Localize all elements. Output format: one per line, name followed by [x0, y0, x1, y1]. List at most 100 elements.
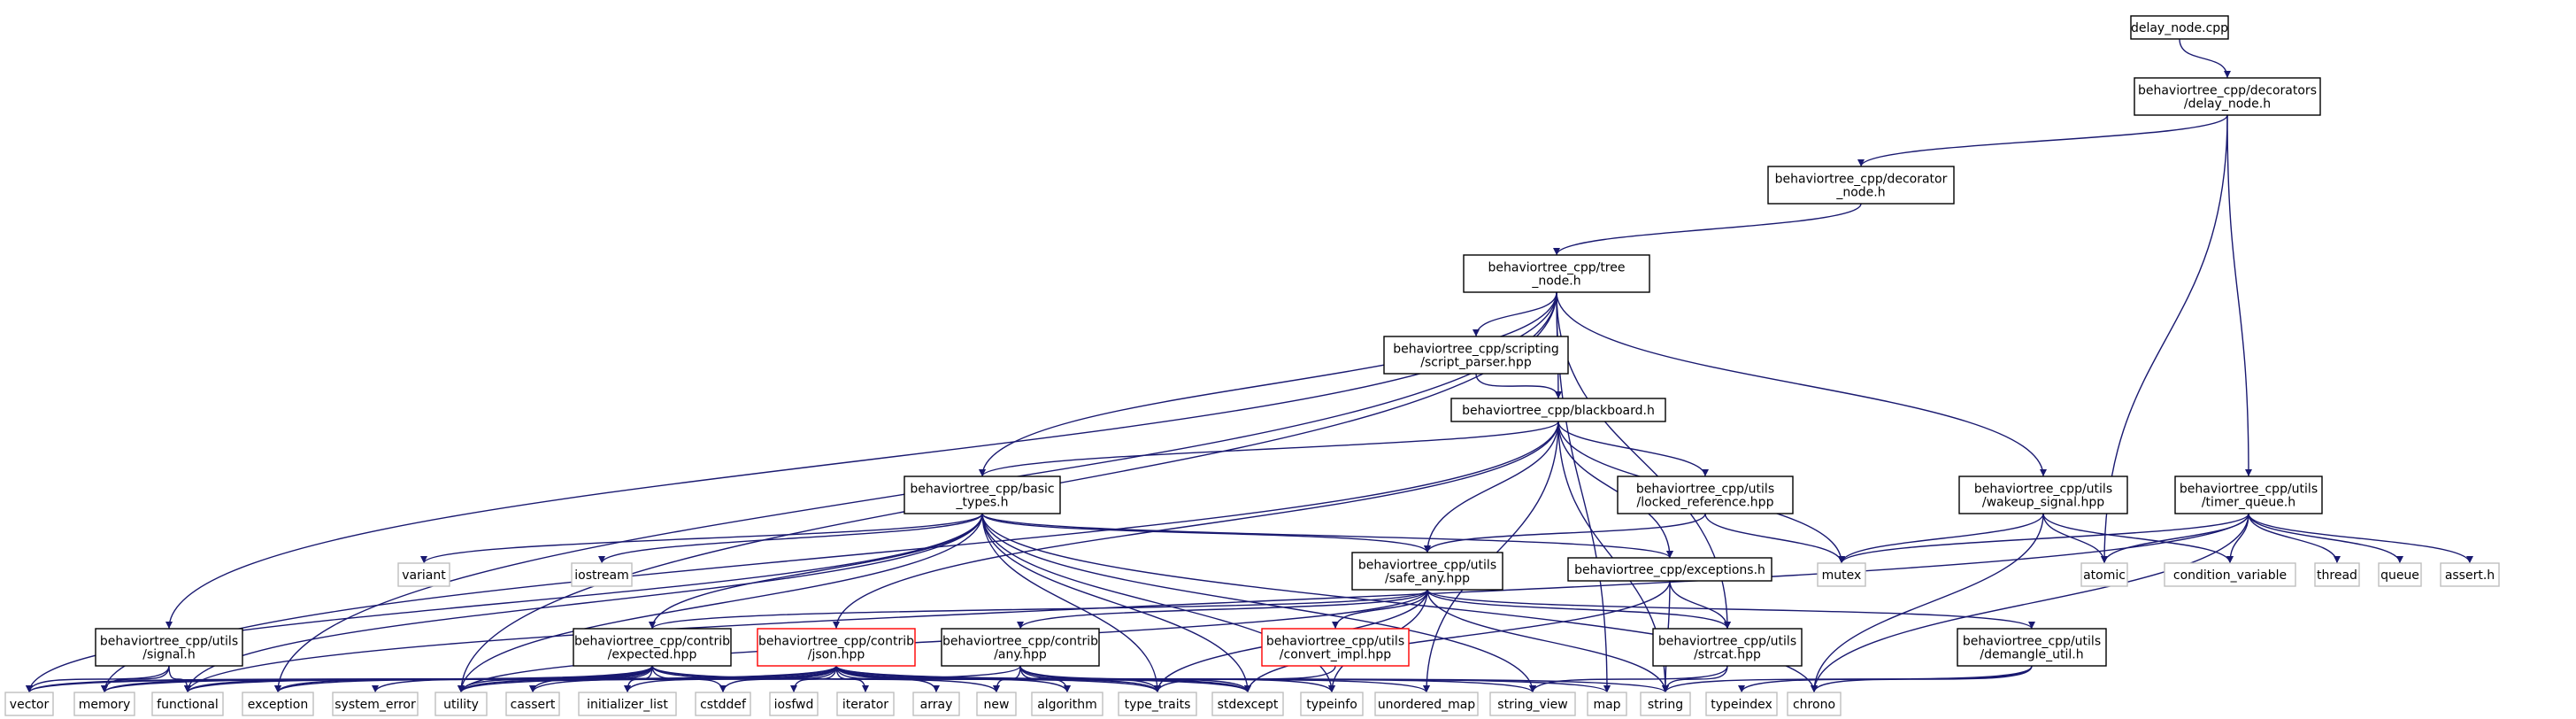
- node-box: [2134, 77, 2321, 116]
- node-box: [1261, 628, 1410, 667]
- node-label: vector: [10, 698, 50, 712]
- node-label: behaviortree_cpp/decorators: [2138, 84, 2317, 98]
- node-label: /safe_any.hpp: [1385, 572, 1470, 586]
- system-header-cstddef: cstddef: [695, 692, 751, 716]
- node-box: [332, 692, 419, 716]
- node-box: [912, 692, 960, 716]
- system-header-assert_h: assert.h: [2440, 562, 2500, 587]
- node-label: /script_parser.hpp: [1420, 356, 1532, 370]
- file-node-demangle_util_h[interactable]: behaviortree_cpp/utils/demangle_util.h: [1957, 628, 2107, 667]
- node-box: [434, 692, 488, 716]
- node-label: iterator: [842, 698, 888, 712]
- node-box: [571, 562, 633, 587]
- node-box: [2314, 562, 2360, 587]
- edge-basic_types_h-to-variant: [420, 513, 983, 564]
- edge-exceptions_h-to-stdexcept: [1244, 580, 1671, 693]
- file-node-expected_hpp[interactable]: behaviortree_cpp/contrib/expected.hpp: [573, 628, 732, 667]
- system-header-queue: queue: [2378, 562, 2422, 587]
- node-box: [1118, 692, 1197, 716]
- node-box: [73, 692, 135, 716]
- system-header-condition_variable: condition_variable: [2164, 562, 2296, 587]
- node-label: thread: [2317, 568, 2357, 583]
- node-label: system_error: [334, 698, 416, 712]
- node-label: _types.h: [956, 496, 1009, 510]
- file-node-delay_node_h[interactable]: behaviortree_cpp/decorators/delay_node.h: [2134, 77, 2321, 116]
- node-box: [1567, 557, 1772, 582]
- node-label: _node.h: [1835, 186, 1885, 200]
- edge-basic_types_h-to-iostream: [598, 513, 983, 564]
- edge-signal_h-to-functional: [168, 665, 191, 693]
- file-node-tree_node_h[interactable]: behaviortree_cpp/tree_node.h: [1463, 254, 1650, 293]
- node-label: typeinfo: [1306, 698, 1357, 712]
- system-header-array: array: [912, 692, 960, 716]
- node-box: [1351, 552, 1503, 591]
- system-header-utility: utility: [434, 692, 488, 716]
- node-box: [941, 628, 1100, 667]
- node-box: [1463, 254, 1650, 293]
- edge-demangle_util_h-to-chrono: [1811, 665, 2033, 693]
- node-box: [2080, 562, 2128, 587]
- node-box: [573, 628, 732, 667]
- node-box: [757, 628, 916, 667]
- node-box: [2378, 562, 2422, 587]
- node-box: [836, 692, 895, 716]
- system-header-system_error: system_error: [332, 692, 419, 716]
- file-node-json_hpp[interactable]: behaviortree_cpp/contrib/json.hpp: [757, 628, 916, 667]
- file-node-any_hpp[interactable]: behaviortree_cpp/contrib/any.hpp: [941, 628, 1100, 667]
- edge-timer_queue_h-to-queue: [2248, 513, 2403, 564]
- node-label: /strcat.hpp: [1694, 648, 1761, 662]
- file-node-delay_node_cpp[interactable]: delay_node.cpp: [2130, 15, 2229, 40]
- file-node-locked_reference_hpp[interactable]: behaviortree_cpp/utils/locked_reference.…: [1617, 475, 1794, 514]
- system-header-typeinfo: typeinfo: [1300, 692, 1364, 716]
- file-node-decorator_node_h[interactable]: behaviortree_cpp/decorator_node.h: [1767, 166, 1955, 205]
- node-label: /signal.h: [142, 648, 195, 662]
- node-box: [904, 475, 1061, 514]
- system-header-atomic: atomic: [2080, 562, 2128, 587]
- file-node-wakeup_signal_hpp[interactable]: behaviortree_cpp/utils/wakeup_signal.hpp: [1958, 475, 2128, 514]
- node-box: [1374, 692, 1479, 716]
- node-label: /convert_impl.hpp: [1280, 648, 1392, 662]
- edge-delay_node_h-to-decorator_node_h: [1857, 114, 2228, 167]
- node-label: behaviortree_cpp/basic: [910, 483, 1054, 497]
- file-node-basic_types_h[interactable]: behaviortree_cpp/basic_types.h: [904, 475, 1061, 514]
- edge-convert_impl_hpp-to-type_traits: [1154, 665, 1336, 693]
- node-label: behaviortree_cpp/utils: [1658, 635, 1796, 649]
- edge-safe_any_hpp-to-string: [1426, 589, 1669, 693]
- node-box: [2164, 562, 2296, 587]
- system-header-type_traits: type_traits: [1118, 692, 1197, 716]
- system-header-exception: exception: [242, 692, 314, 716]
- edge-tree_node_h-to-wakeup_signal_hpp: [1556, 291, 2047, 477]
- edge-basic_types_h-to-exceptions_h: [981, 513, 1673, 559]
- system-header-memory: memory: [73, 692, 135, 716]
- node-label: behaviortree_cpp/blackboard.h: [1462, 404, 1655, 418]
- node-label: behaviortree_cpp/exceptions.h: [1574, 563, 1765, 577]
- node-box: [1211, 692, 1284, 716]
- edge-signal_h-to-vector: [26, 665, 170, 693]
- node-box: [1383, 336, 1569, 375]
- node-label: typeindex: [1711, 698, 1772, 712]
- file-node-safe_any_hpp[interactable]: behaviortree_cpp/utils/safe_any.hpp: [1351, 552, 1503, 591]
- file-node-strcat_hpp[interactable]: behaviortree_cpp/utils/strcat.hpp: [1652, 628, 1803, 667]
- node-label: behaviortree_cpp/utils: [1636, 483, 1774, 497]
- system-header-typeindex: typeindex: [1705, 692, 1778, 716]
- edge-json_hpp-to-array: [835, 665, 940, 693]
- node-label: behaviortree_cpp/utils: [1358, 559, 1496, 573]
- file-node-convert_impl_hpp[interactable]: behaviortree_cpp/utils/convert_impl.hpp: [1261, 628, 1410, 667]
- file-node-blackboard_h[interactable]: behaviortree_cpp/blackboard.h: [1450, 398, 1666, 422]
- file-node-timer_queue_h[interactable]: behaviortree_cpp/utils/timer_queue.h: [2174, 475, 2323, 514]
- edge-delay_node_cpp-to-delay_node_h: [2179, 38, 2231, 79]
- node-label: behaviortree_cpp/utils: [1266, 635, 1404, 649]
- node-box: [1958, 475, 2128, 514]
- file-node-script_parser_hpp[interactable]: behaviortree_cpp/scripting/script_parser…: [1383, 336, 1569, 375]
- file-node-exceptions_h[interactable]: behaviortree_cpp/exceptions.h: [1567, 557, 1772, 582]
- edge-timer_queue_h-to-thread: [2248, 513, 2341, 564]
- file-node-signal_h[interactable]: behaviortree_cpp/utils/signal.h: [95, 628, 243, 667]
- edge-script_parser_hpp-to-blackboard_h: [1475, 373, 1562, 399]
- edge-basic_types_h-to-vector: [26, 513, 983, 693]
- node-box: [505, 692, 560, 716]
- node-label: /delay_node.h: [2184, 97, 2271, 112]
- node-label: /expected.hpp: [608, 648, 697, 662]
- node-label: /demangle_util.h: [1980, 648, 2083, 662]
- system-header-vector: vector: [4, 692, 54, 716]
- node-label: delay_node.cpp: [2131, 21, 2228, 35]
